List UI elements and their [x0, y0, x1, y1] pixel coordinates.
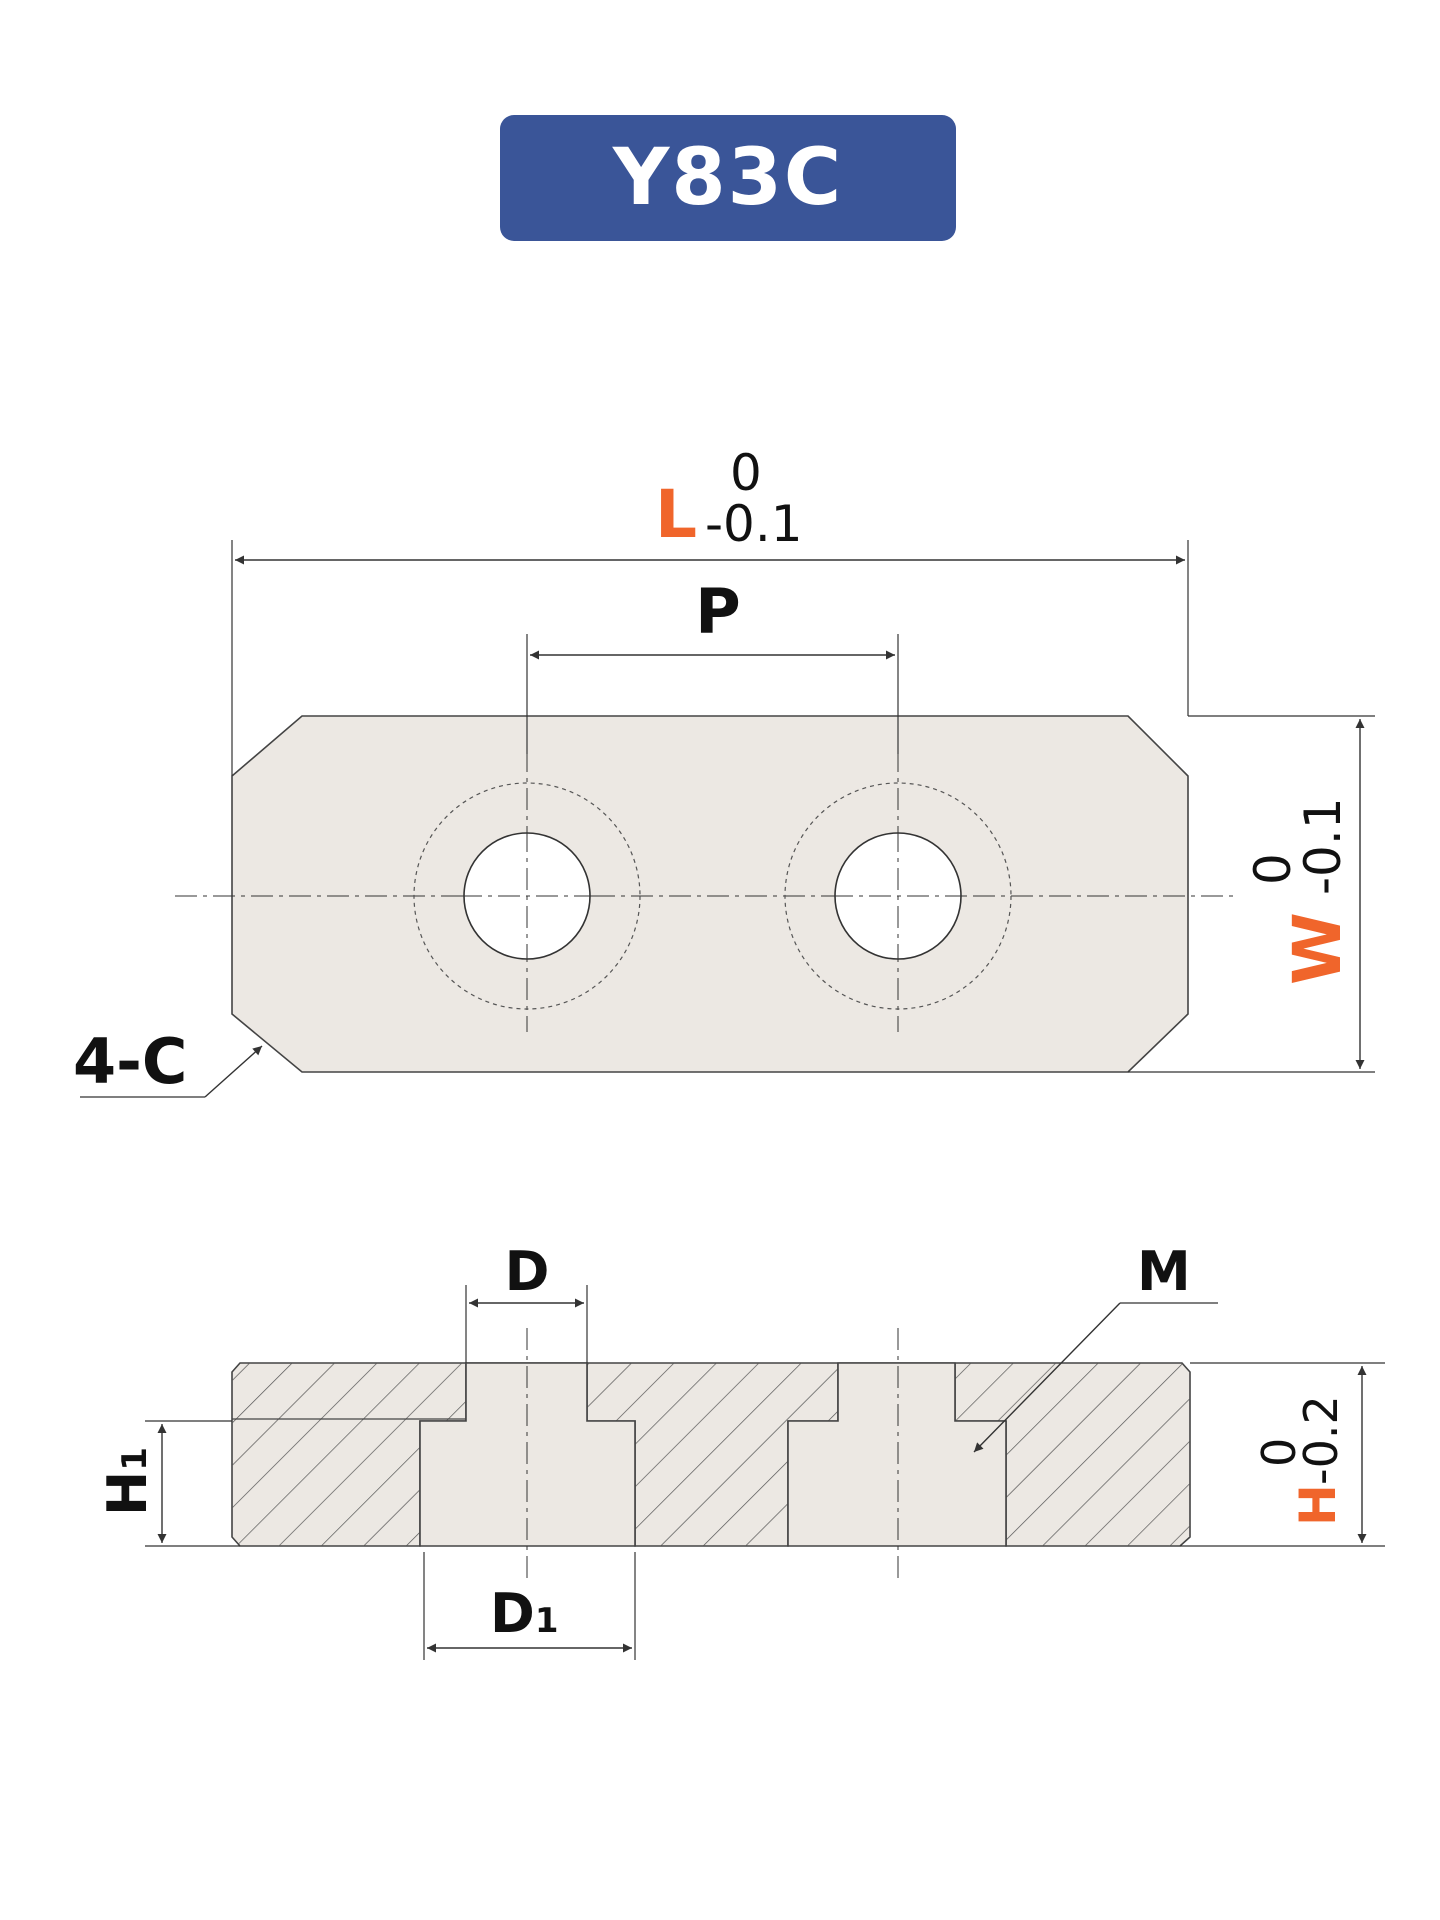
counterbore-label: D1: [490, 1582, 559, 1645]
width-tol-lower: -0.1: [1294, 797, 1352, 895]
length-symbol: L: [655, 476, 697, 553]
counterbore-section-2: [787, 1362, 1007, 1547]
height-symbol: H: [1289, 1484, 1347, 1526]
plate-outline: [231, 715, 1189, 1073]
counterbore-circle-1: [413, 782, 641, 1010]
counterbore-depth-label: H1: [96, 1447, 159, 1516]
thread-leader: [973, 1302, 1121, 1453]
top-view: L 0 -0.1 P W 0 -0.1 4-C: [73, 444, 1375, 1098]
pitch-label: P: [695, 575, 740, 648]
height-tol-lower: -0.2: [1294, 1395, 1348, 1485]
width-symbol: W: [1279, 912, 1356, 985]
chamfer-leader: [204, 1045, 263, 1098]
section-view: D D1 M H1 H 0 -0.2: [96, 1240, 1385, 1660]
width-tol-upper: 0: [1244, 853, 1302, 885]
model-title: Y83C: [612, 133, 844, 223]
length-tol-upper: 0: [730, 444, 762, 502]
chamfer-label: 4-C: [73, 1025, 187, 1098]
thread-label: M: [1137, 1240, 1191, 1303]
bore-label: D: [505, 1240, 550, 1303]
counterbore-circle-2: [784, 782, 1012, 1010]
height-tol-upper: 0: [1252, 1438, 1306, 1467]
length-tol-lower: -0.1: [705, 495, 803, 553]
model-badge: Y83C: [500, 115, 956, 241]
